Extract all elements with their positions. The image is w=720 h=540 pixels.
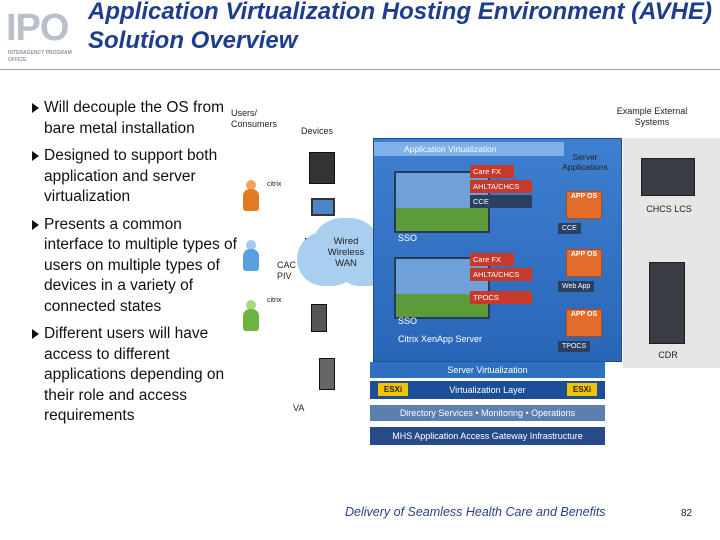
footer-tagline: Delivery of Seamless Health Care and Ben… — [345, 505, 606, 519]
cdr-label: CDR — [658, 350, 678, 360]
cce-server-label: CCE — [558, 223, 581, 234]
bullet-arrow-icon — [32, 103, 39, 113]
esxi-left-badge: ESXi — [378, 383, 408, 396]
tpocs-server-label: TPOCS — [558, 341, 591, 352]
bullet-item: Different users will have access to diff… — [32, 324, 244, 427]
server-applications-label: Server Applications — [562, 152, 608, 172]
va-label: VA — [293, 403, 305, 413]
chcs-server-icon — [641, 158, 695, 196]
kiosk-icon — [319, 358, 335, 390]
app-virtualization-panel: Application Virtualization Server Applic… — [373, 138, 622, 362]
ahlta-tag-1: AHLTA/CHCS — [470, 180, 532, 193]
mhs-gateway-bar: MHS Application Access Gateway Infrastru… — [370, 427, 605, 445]
logo-subtitle: INTERAGENCY PROGRAM OFFICE — [8, 50, 72, 63]
bullet-list: Will decouple the OS from bare metal ins… — [32, 98, 244, 434]
citrix-badge-2: citrix — [267, 297, 282, 304]
external-systems-panel: CHCS LCS CDR — [623, 138, 720, 368]
carefx-tag-2: Care FX — [470, 253, 514, 266]
cac-piv-label: CAC PIV — [277, 260, 297, 281]
page-number: 82 — [681, 508, 693, 519]
citrix-badge-1: citrix — [267, 181, 282, 188]
thin-client-icon — [311, 304, 327, 332]
desktop-computer-icon — [309, 152, 335, 184]
user-green-icon — [243, 300, 259, 331]
virtual-desktop-screen-2 — [394, 257, 490, 319]
cce-tag-1: CCE — [470, 195, 532, 208]
chcs-lcs-label: CHCS LCS — [646, 204, 692, 214]
users-label: Users/ Consumers — [231, 108, 278, 129]
bullet-arrow-icon — [32, 151, 39, 161]
app-os-box-1: APP OS — [566, 191, 602, 219]
bullet-item: Will decouple the OS from bare metal ins… — [32, 98, 244, 139]
cdr-server-icon — [649, 262, 685, 344]
carefx-tag-1: Care FX — [470, 165, 514, 178]
virtualization-layer-bar: ESXi Virtualization Layer ESXi — [370, 381, 605, 399]
bullet-arrow-icon — [32, 329, 39, 339]
laptop-icon — [311, 198, 335, 216]
sso-label-2: SSO — [398, 316, 418, 326]
title-divider — [0, 69, 720, 70]
tpocs-tag-1: TPOCS — [470, 291, 532, 304]
logo-text: IPO — [6, 7, 69, 49]
external-systems-label: Example External Systems — [616, 106, 688, 127]
directory-services-bar: Directory Services • Monitoring • Operat… — [370, 405, 605, 421]
ahlta-tag-2: AHLTA/CHCS — [470, 268, 532, 281]
slide-title: Application Virtualization Hosting Envir… — [88, 0, 713, 54]
app-os-box-2: APP OS — [566, 249, 602, 277]
app-virtualization-header: Application Virtualization — [374, 142, 564, 156]
app-os-box-3: APP OS — [566, 309, 602, 337]
esxi-right-badge: ESXi — [567, 383, 597, 396]
sso-label-1: SSO — [398, 233, 418, 243]
citrix-xenapp-label: Citrix XenApp Server — [398, 334, 483, 344]
webapp-server-label: Web App — [558, 281, 595, 292]
bullet-arrow-icon — [32, 219, 39, 230]
virtualization-layer-label: Virtualization Layer — [449, 385, 526, 395]
avhe-architecture-diagram: Users/ Consumers Devices Example Externa… — [215, 100, 720, 452]
user-orange-icon — [243, 180, 259, 211]
devices-label: Devices — [301, 126, 334, 136]
bullet-item: Presents a common interface to multiple … — [32, 215, 244, 318]
ipo-logo: IPO INTERAGENCY PROGRAM OFFICE — [6, 7, 72, 68]
user-blue-icon — [243, 240, 259, 271]
network-cloud-icon — [311, 218, 381, 280]
server-virtualization-bar: Server Virtualization — [370, 362, 605, 378]
wired-wireless-wan-label: Wired Wireless WAN — [327, 236, 365, 269]
bullet-item: Designed to support both application and… — [32, 146, 244, 208]
